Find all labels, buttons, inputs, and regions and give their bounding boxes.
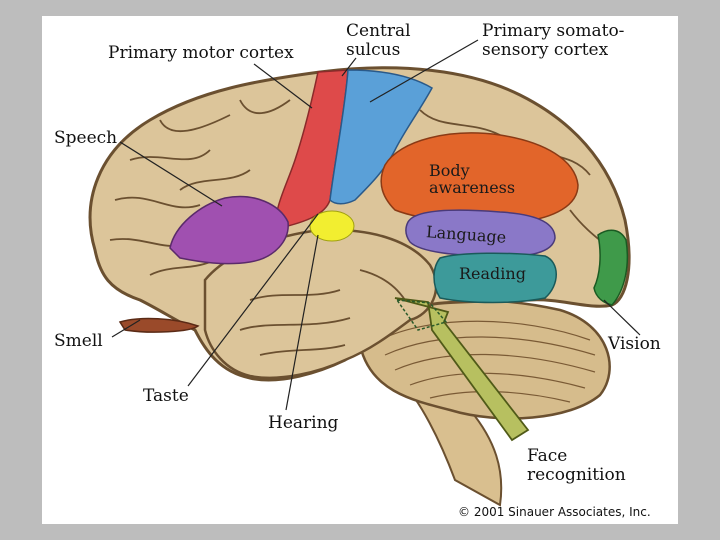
brain-stem [399,379,503,507]
body-awareness-region [380,132,579,224]
hearing-label: Hearing [268,413,339,433]
vision-label: Vision [608,334,661,354]
vision-region [593,229,629,306]
hearing-region [309,210,355,242]
face-recognition-region [395,299,448,331]
face-recognition-line1: Face [527,446,568,466]
somatosensory-label: Primary somato- sensory cortex [482,22,624,60]
reading-text: Reading [459,264,526,283]
face-recognition-arrow [394,297,530,442]
language-region [405,209,556,258]
central-sulcus-line1: Central [346,21,411,41]
central-sulcus-label: Central sulcus [346,22,411,60]
body-awareness-text: Body awareness [429,162,515,196]
speech-label: Speech [54,128,118,148]
somatosensory-line2: sensory cortex [482,40,609,60]
primary-somatosensory-region [329,69,434,205]
taste-label: Taste [143,386,189,406]
body-awareness-line1: Body [429,161,470,180]
face-recognition-label: Face recognition [527,447,626,485]
leader-lines [111,39,641,411]
body-awareness-line2: awareness [429,178,516,197]
copyright-notice: © 2001 Sinauer Associates, Inc. [458,505,651,519]
speech-region [169,195,289,265]
primary-motor-cortex-label: Primary motor cortex [108,43,294,63]
smell-region [118,317,200,333]
reading-region [433,252,557,304]
face-recognition-line2: recognition [527,465,626,485]
central-sulcus-line2: sulcus [346,40,401,60]
somatosensory-line1: Primary somato- [482,21,625,41]
smell-label: Smell [54,331,103,351]
cerebellum-folds [379,320,596,403]
